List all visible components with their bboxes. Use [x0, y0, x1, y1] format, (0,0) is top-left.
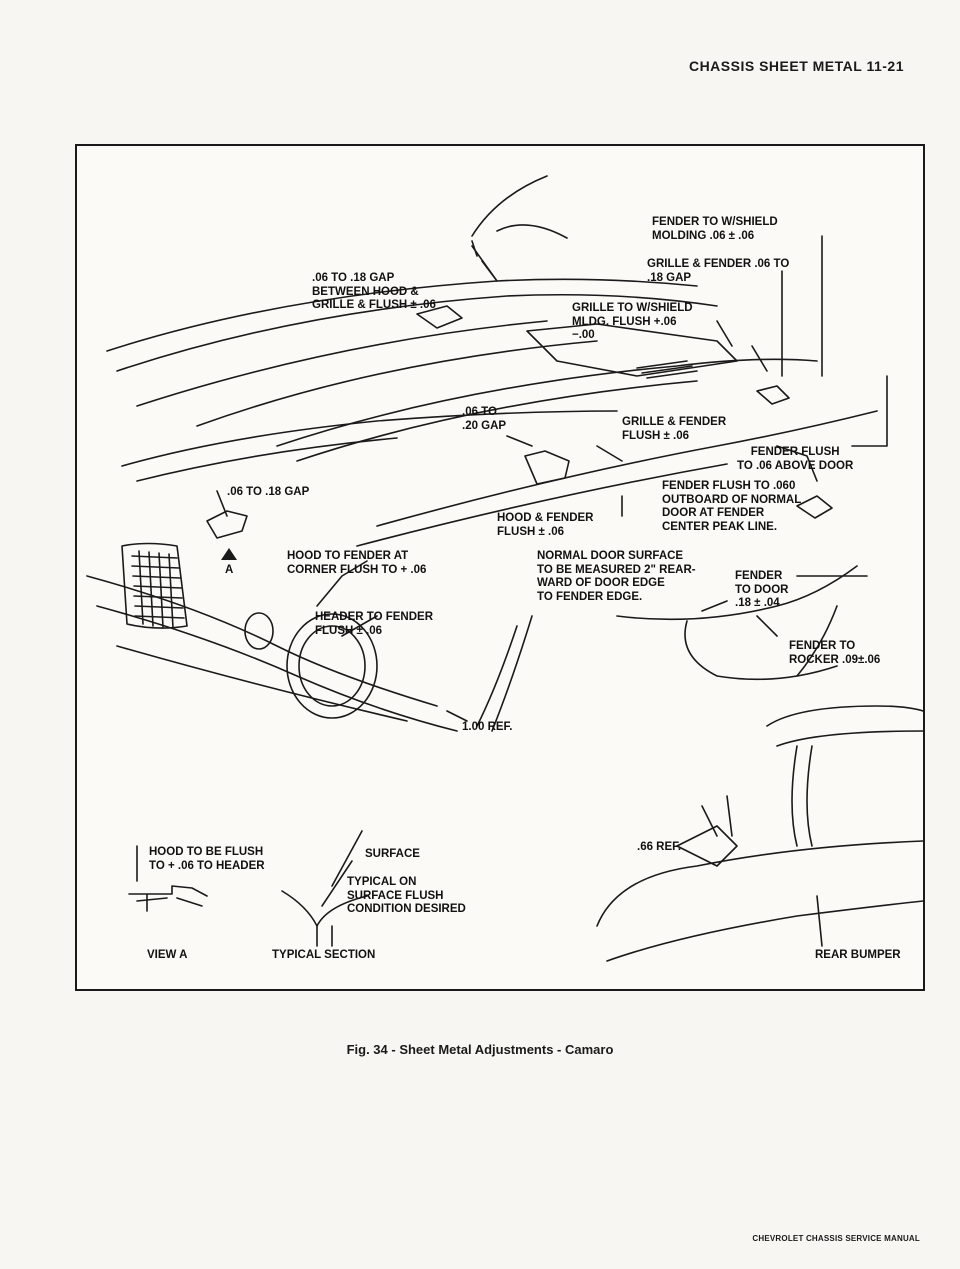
figure-frame: FENDER TO W/SHIELD MOLDING .06 ± .06 GRI…	[75, 144, 925, 991]
callout-normal-door-surface: NORMAL DOOR SURFACE TO BE MEASURED 2" RE…	[537, 550, 696, 603]
page-header: CHASSIS SHEET METAL 11-21	[688, 58, 904, 74]
callout-gap-hood-grille: .06 TO .18 GAP BETWEEN HOOD & GRILLE & F…	[312, 272, 436, 312]
callout-fender-to-rocker: FENDER TO ROCKER .09±.06	[789, 640, 881, 666]
callout-header-to-fender: HEADER TO FENDER FLUSH ± .06	[315, 611, 433, 637]
callout-fender-flush-above-door: FENDER FLUSH TO .06 ABOVE DOOR	[737, 446, 854, 472]
callout-fender-to-wshield: FENDER TO W/SHIELD MOLDING .06 ± .06	[652, 216, 778, 242]
callout-hood-flush-header: HOOD TO BE FLUSH TO + .06 TO HEADER	[149, 846, 265, 872]
callout-hood-fender-flush: HOOD & FENDER FLUSH ± .06	[497, 512, 594, 538]
callout-hood-fender-corner: HOOD TO FENDER AT CORNER FLUSH TO + .06	[287, 550, 427, 576]
callout-gap-06-18: .06 TO .18 GAP	[227, 486, 310, 498]
footer-brand: CHEVROLET CHASSIS SERVICE MANUAL	[752, 1234, 920, 1243]
label-rear-bumper: REAR BUMPER	[815, 949, 901, 961]
callout-ref-100: 1.00 REF.	[462, 721, 513, 733]
callout-gap-06-20: .06 TO .20 GAP	[462, 406, 507, 432]
figure-caption: Fig. 34 - Sheet Metal Adjustments - Cama…	[346, 1042, 614, 1057]
label-typical-section: TYPICAL SECTION	[272, 949, 376, 961]
callout-grille-fender-flush: GRILLE & FENDER FLUSH ± .06	[622, 416, 727, 442]
callout-fender-to-door: FENDER TO DOOR .18 ± .04	[735, 570, 789, 610]
callout-fender-flush-060: FENDER FLUSH TO .060 OUTBOARD OF NORMAL …	[662, 480, 802, 533]
car-line-drawing	[86, 175, 923, 962]
callout-surface: SURFACE	[365, 848, 420, 860]
label-view-a: VIEW A	[147, 949, 188, 961]
callout-grille-to-wshield: GRILLE TO W/SHIELD MLDG. FLUSH +.06 −.00	[572, 302, 693, 342]
view-a-arrow-icon	[221, 548, 237, 560]
callout-grille-fender-gap: GRILLE & FENDER .06 TO .18 GAP	[647, 258, 790, 284]
callout-typical-on-surface: TYPICAL ON SURFACE FLUSH CONDITION DESIR…	[347, 876, 466, 916]
marker-a-label: A	[225, 564, 234, 576]
callout-ref-066: .66 REF.	[637, 841, 682, 853]
